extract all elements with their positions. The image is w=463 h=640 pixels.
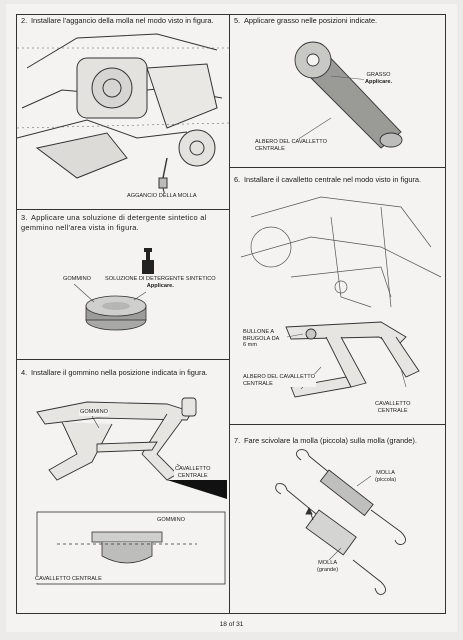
section-divider [16,359,229,360]
center-stand-grommet-figure [36,397,227,585]
column-divider [229,14,230,614]
step-3: 3.Applicare una soluzione di detergente … [21,213,207,232]
detail-box [36,511,226,585]
large-spring [275,483,386,595]
label-gommino-4: GOMMINO [79,409,109,416]
small-spring [296,449,406,545]
label-aggancio-molla: AGGANCIO DELLA MOLLA [126,193,198,200]
step-5: 5.Applicare grasso nelle posizioni indic… [234,16,378,25]
step-6: 6.Installare il cavalletto centrale nel … [234,175,422,184]
manual-page: 2.Installare l'aggancio della molla nel … [6,4,457,632]
springs-figure [275,449,406,595]
rubber-grommet-figure [73,248,154,331]
step-7: 7.Fare scivolare la molla (piccola) sull… [234,436,417,445]
label-molla-piccola: MOLLA(piccola) [374,470,398,484]
section-divider [16,209,229,210]
detergent-bottle-icon [142,248,154,274]
label-molla-grande: MOLLA(grande) [316,560,340,574]
step-2: 2.Installare l'aggancio della molla nel … [21,16,214,25]
step-4: 4.Installare il gommino nella posizione … [21,368,208,377]
label-gommino: GOMMINO [62,276,92,283]
section-divider [230,167,446,168]
stand-shaft-grease-figure [294,41,403,149]
page-number: 18 of 31 [219,621,244,628]
page-frame [16,14,446,614]
stand-install-figure [240,196,442,398]
label-gommino-detail: GOMMINO [156,517,186,524]
label-cavalletto-centrale-detail: CAVALLETTO CENTRALE [34,576,103,583]
motorcycle-spring-hook-figure [17,33,229,199]
section-divider [230,424,446,425]
